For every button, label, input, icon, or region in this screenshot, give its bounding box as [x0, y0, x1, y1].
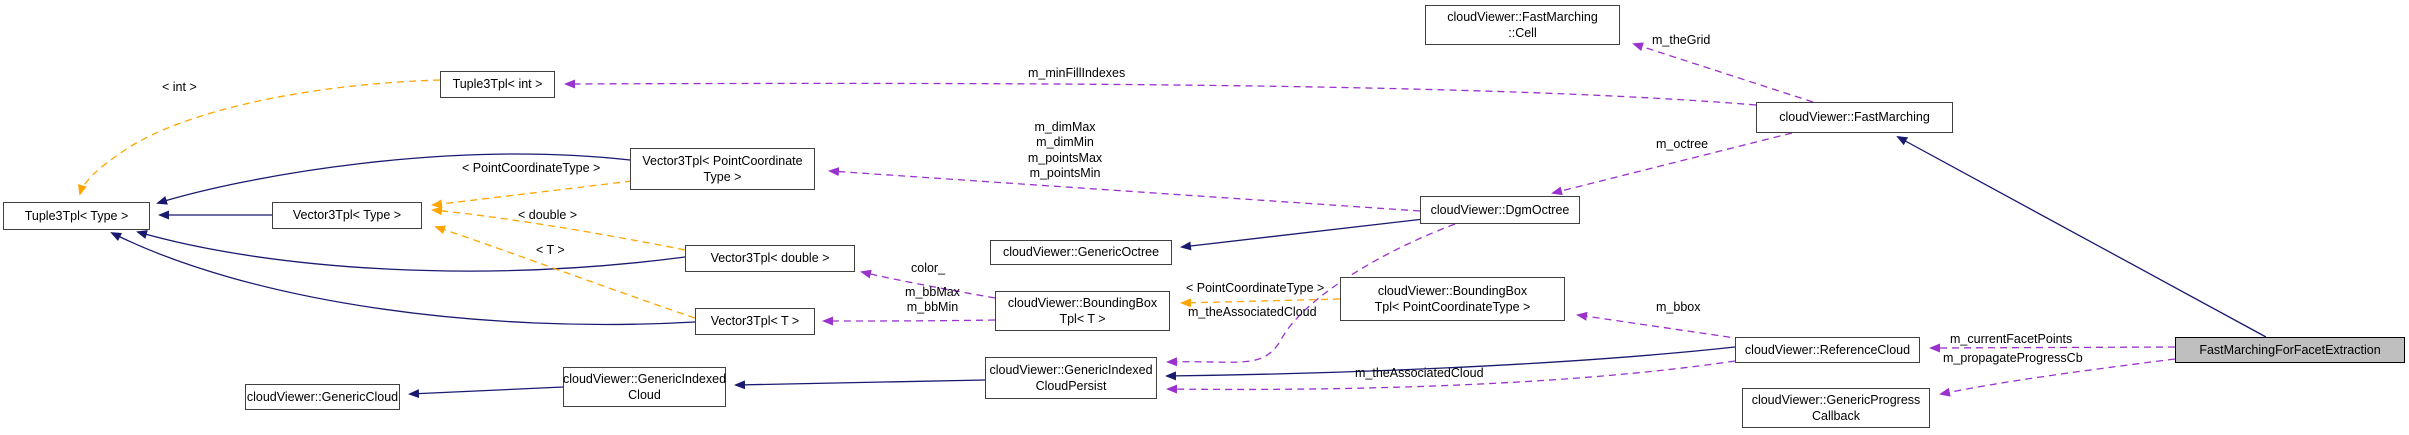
node-genericprogresscallback[interactable]: cloudViewer::GenericProgress Callback — [1742, 388, 1930, 428]
edge-label-template-t: < T > — [536, 243, 565, 257]
edge-label-the-associated-cloud-1: m_theAssociatedCloud — [1188, 305, 1317, 319]
edge-label-color: color_ — [911, 261, 946, 275]
edge-label-min-fill-indexes: m_minFillIndexes — [1028, 66, 1126, 80]
edge-label-current-facet-points: m_currentFacetPoints — [1950, 332, 2073, 346]
edge-label-dgmoctree-members: m_dimMax m_dimMin m_pointsMax m_pointsMi… — [1027, 120, 1103, 180]
edge-label-bbox: m_bbox — [1656, 300, 1701, 314]
edge-inherit-vector3double-to-tuple3type — [136, 230, 686, 272]
edge-member-fmfe-currentfacetpoints — [1929, 343, 2176, 353]
edge-member-fastmarching-minfillindexes — [564, 79, 1757, 106]
edge-member-fastmarching-thegrid — [1632, 42, 1814, 103]
node-genericindexedcloudpersist[interactable]: cloudViewer::GenericIndexed CloudPersist — [985, 357, 1157, 399]
edge-inherit-dgmoctree-to-genericoctree — [1180, 218, 1425, 251]
edge-template-tuple3int-to-tuple3type — [78, 79, 441, 196]
edge-member-boundingbox-bbminmax — [822, 316, 996, 326]
node-referencecloud[interactable]: cloudViewer::ReferenceCloud — [1735, 337, 1920, 363]
node-dgmoctree[interactable]: cloudViewer::DgmOctree — [1420, 196, 1580, 224]
edge-label-the-grid: m_theGrid — [1652, 33, 1711, 47]
edge-inherit-vector3pct-to-tuple3type — [156, 153, 631, 205]
edge-label-the-associated-cloud-2: m_theAssociatedCloud — [1355, 366, 1484, 380]
node-genericcloud[interactable]: cloudViewer::GenericCloud — [245, 384, 400, 410]
edge-member-fastmarching-octree — [1551, 132, 1793, 196]
edge-inherit-genericindexedcloud-to-genericcloud — [408, 386, 564, 399]
edge-label-template-pct-bbox: < PointCoordinateType > — [1186, 281, 1325, 295]
node-vector3tpl-type[interactable]: Vector3Tpl< Type > — [272, 202, 422, 229]
node-vector3tpl-double[interactable]: Vector3Tpl< double > — [685, 245, 855, 272]
edge-template-vector3pct-to-vector3type — [431, 180, 633, 209]
edge-member-boundingbox-color — [860, 269, 996, 299]
node-tuple3tpl-int[interactable]: Tuple3Tpl< int > — [440, 71, 555, 98]
node-fastmarching-cell[interactable]: cloudViewer::FastMarching ::Cell — [1425, 5, 1620, 45]
edge-label-template-double: < double > — [518, 208, 578, 222]
edge-label-template-int: < int > — [162, 80, 197, 94]
edge-template-vector3t-to-vector3type — [434, 225, 696, 319]
edge-member-dgmoctree-associatedcloud — [1166, 223, 1456, 367]
node-boundingboxtpl-t[interactable]: cloudViewer::BoundingBox Tpl< T > — [995, 291, 1170, 331]
node-vector3tpl-pointcoordinatetype[interactable]: Vector3Tpl< PointCoordinate Type > — [630, 148, 815, 190]
node-boundingboxtpl-pointcoordinatetype[interactable]: cloudViewer::BoundingBox Tpl< PointCoord… — [1340, 277, 1565, 321]
node-fastmarching[interactable]: cloudViewer::FastMarching — [1756, 102, 1953, 133]
edge-template-vector3double-to-vector3type — [431, 206, 686, 251]
edge-member-referencecloud-bbox — [1576, 311, 1743, 340]
edge-inherit-persist-to-genericindexedcloud — [734, 379, 986, 390]
edge-label-octree: m_octree — [1656, 137, 1709, 151]
node-genericoctree[interactable]: cloudViewer::GenericOctree — [990, 240, 1172, 265]
edge-member-dgmoctree-dims — [828, 167, 1421, 212]
node-fastmarchingforfacetextraction: FastMarchingForFacetExtraction — [2175, 337, 2405, 363]
edge-inherit-referencecloud-to-persist — [1165, 346, 1736, 381]
edge-inherit-vector3t-to-tuple3type — [110, 232, 696, 326]
node-tuple3tpl-type[interactable]: Tuple3Tpl< Type > — [3, 202, 150, 230]
node-vector3tpl-t[interactable]: Vector3Tpl< T > — [695, 308, 815, 335]
edge-inherit-fmfe-to-fastmarching — [1896, 136, 2267, 338]
edge-label-template-pct-vector: < PointCoordinateType > — [462, 161, 601, 175]
edge-label-bb-minmax: m_bbMax m_bbMin — [905, 285, 960, 315]
edge-template-bboxpct-to-bboxt — [1180, 298, 1341, 308]
edge-label-propagate-progress-cb: m_propagateProgressCb — [1943, 351, 2083, 365]
edge-member-referencecloud-associatedcloud — [1166, 360, 1736, 394]
node-genericindexedcloud[interactable]: cloudViewer::GenericIndexed Cloud — [563, 367, 726, 407]
